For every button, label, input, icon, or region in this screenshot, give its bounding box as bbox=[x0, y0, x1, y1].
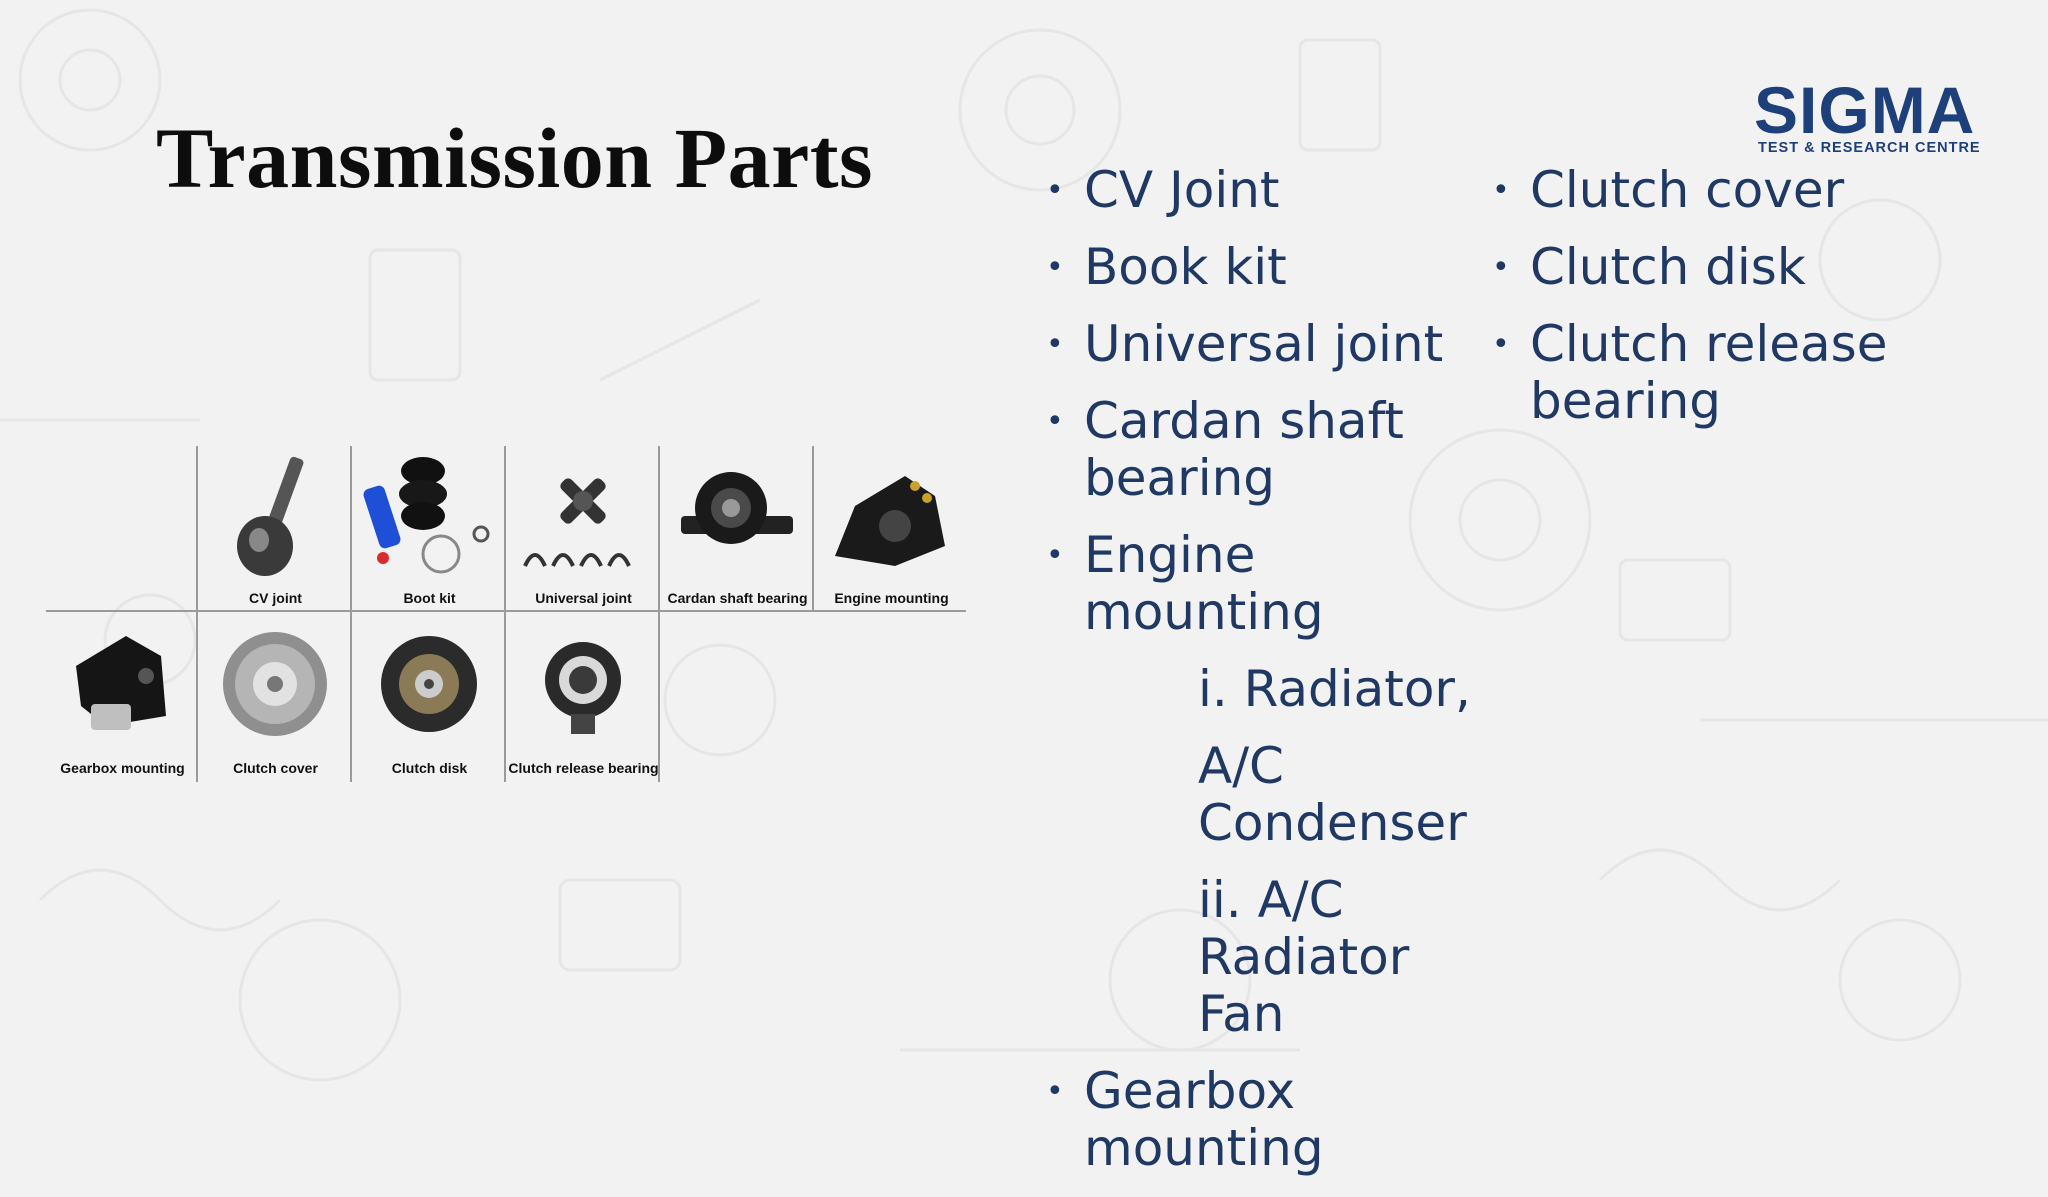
logo-tagline: TEST & RESEARCH CENTRE bbox=[1758, 140, 1981, 156]
part-cv-joint: CV joint bbox=[199, 446, 352, 612]
cell-label: Cardan shaft bearing bbox=[667, 590, 808, 606]
bullet-icon: • bbox=[1492, 327, 1510, 362]
list-item-text: Cardan shaft bearing bbox=[1084, 392, 1404, 507]
list-item: • Clutch cover bbox=[1488, 162, 1928, 219]
sub-list-item: i. Radiator, bbox=[1198, 660, 1471, 718]
bullet-icon: • bbox=[1492, 173, 1510, 208]
cell-label: Clutch disk bbox=[391, 760, 468, 776]
sub-list-item: A/C Condenser bbox=[1198, 737, 1467, 852]
gearbox-mounting-icon bbox=[76, 636, 166, 730]
grid-divider bbox=[350, 446, 352, 782]
part-gearbox-mounting: Gearbox mounting bbox=[46, 616, 199, 782]
part-boot-kit: Boot kit bbox=[353, 446, 506, 612]
list-item-text: Clutch release bearing bbox=[1530, 315, 1888, 430]
list-item: • Universal joint bbox=[1042, 316, 1482, 373]
part-universal-joint: Universal joint bbox=[507, 446, 660, 612]
cell-label: CV joint bbox=[249, 590, 302, 606]
grid-divider bbox=[504, 446, 506, 782]
list-item-text: Engine mounting bbox=[1084, 526, 1324, 641]
list-item: • Clutch release bearing bbox=[1488, 316, 1928, 430]
cell-label: Engine mounting bbox=[834, 590, 949, 606]
list-item-text: Universal joint bbox=[1084, 315, 1444, 373]
universal-joint-icon bbox=[523, 478, 631, 567]
cardan-bearing-icon bbox=[681, 472, 793, 544]
list-item-text: Book kit bbox=[1084, 238, 1287, 296]
bullet-icon: • bbox=[1046, 250, 1064, 285]
transmission-parts-image: CV joint Boot kit Universal joint bbox=[46, 446, 966, 786]
bullet-icon: • bbox=[1046, 1074, 1064, 1109]
list-item: • CV Joint bbox=[1042, 162, 1482, 219]
slide-title: Transmission Parts bbox=[156, 110, 873, 206]
list-item: • Engine mounting bbox=[1042, 527, 1482, 641]
list-item-text: Clutch disk bbox=[1530, 238, 1806, 296]
grid-divider bbox=[658, 446, 660, 782]
list-item: • Book kit bbox=[1042, 239, 1482, 296]
bullet-icon: • bbox=[1046, 538, 1064, 573]
bullet-icon: • bbox=[1046, 404, 1064, 439]
part-cardan-shaft-bearing: Cardan shaft bearing bbox=[661, 446, 814, 612]
clutch-cover-icon bbox=[223, 632, 327, 736]
part-clutch-release-bearing: Clutch release bearing bbox=[507, 616, 660, 782]
part-clutch-cover: Clutch cover bbox=[199, 616, 352, 782]
cell-label: Clutch release bearing bbox=[508, 760, 659, 776]
cell-label: Boot kit bbox=[403, 590, 456, 606]
grid-divider bbox=[812, 446, 814, 612]
list-item-text: Clutch cover bbox=[1530, 161, 1845, 219]
list-item-text: Gearbox mounting bbox=[1084, 1062, 1324, 1177]
bullet-icon: • bbox=[1046, 173, 1064, 208]
sub-list-item: ii. A/C Radiator Fan bbox=[1198, 871, 1410, 1043]
cv-joint-icon bbox=[237, 456, 304, 576]
list-item: • Clutch disk bbox=[1488, 239, 1928, 296]
part-clutch-disk: Clutch disk bbox=[353, 616, 506, 782]
bullet-icon: • bbox=[1492, 250, 1510, 285]
clutch-disk-icon bbox=[381, 636, 477, 732]
cell-label: Gearbox mounting bbox=[60, 760, 185, 776]
background-doodle-pattern bbox=[0, 8, 2048, 1082]
clutch-release-bearing-icon bbox=[545, 642, 621, 734]
list-item: • Cardan shaft bearing bbox=[1042, 393, 1482, 507]
cell-label: Universal joint bbox=[535, 590, 632, 606]
list-item: • Gearbox mounting bbox=[1042, 1063, 1482, 1177]
part-engine-mounting: Engine mounting bbox=[815, 446, 968, 612]
list-item-text: CV Joint bbox=[1084, 161, 1280, 219]
bullet-list-right: • Clutch cover • Clutch disk • Clutch re… bbox=[1488, 162, 1928, 450]
boot-kit-icon bbox=[363, 457, 490, 574]
bullet-icon: • bbox=[1046, 327, 1064, 362]
logo-wordmark: SIGMA bbox=[1754, 73, 1976, 147]
engine-mounting-icon bbox=[835, 476, 945, 566]
cell-label: Clutch cover bbox=[233, 760, 318, 776]
bullet-list-left: • CV Joint • Book kit • Universal joint … bbox=[1042, 162, 1482, 1197]
sigma-logo: SIGMA TEST & RESEARCH CENTRE bbox=[1754, 74, 1986, 160]
grid-divider bbox=[46, 610, 966, 612]
grid-divider bbox=[196, 446, 198, 782]
